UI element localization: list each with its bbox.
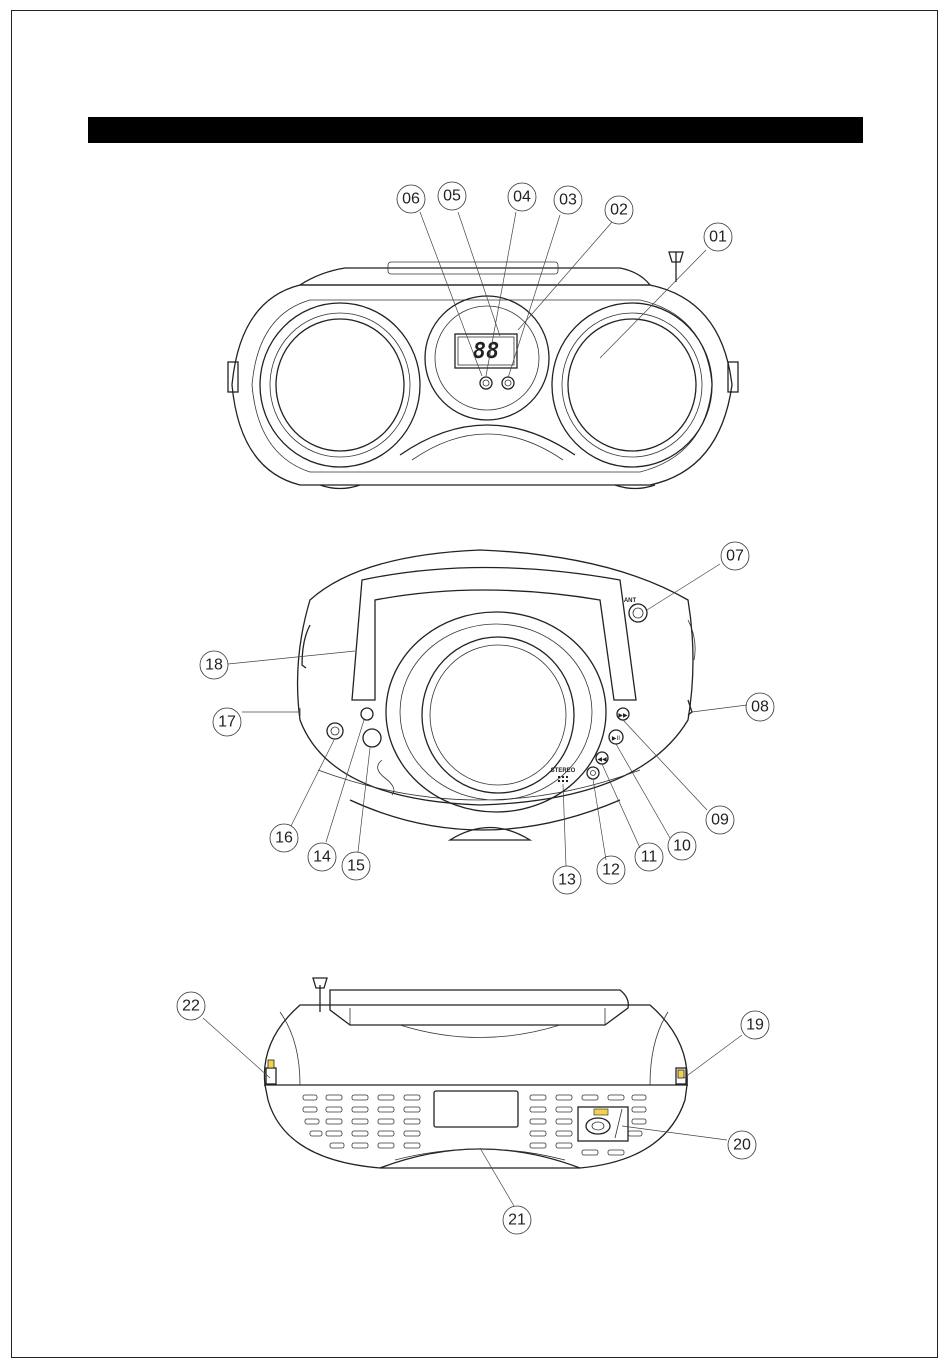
callout-01: 01	[704, 223, 732, 251]
display-button-right[interactable]	[502, 377, 514, 389]
ac-power-socket[interactable]	[578, 1107, 628, 1141]
callout-20: 20	[728, 1131, 756, 1159]
svg-text:▶▶: ▶▶	[618, 712, 628, 719]
svg-text:15: 15	[347, 858, 365, 875]
svg-text:09: 09	[711, 812, 729, 829]
rear-label-plate	[434, 1091, 518, 1127]
front-body-inner-outline	[252, 300, 712, 472]
callout-21: 21	[503, 1206, 531, 1234]
svg-text:11: 11	[641, 849, 658, 866]
svg-text:06: 06	[402, 191, 420, 208]
callout-03: 03	[554, 186, 582, 214]
callout-08: 08	[746, 693, 774, 721]
antenna	[669, 252, 683, 282]
callout-06: 06	[397, 185, 425, 213]
svg-text:17: 17	[218, 714, 236, 731]
callout-18: 18	[200, 651, 228, 679]
right-speaker	[552, 303, 712, 467]
large-knob[interactable]	[363, 729, 381, 747]
svg-text:16: 16	[275, 830, 293, 847]
callout-13: 13	[553, 866, 581, 894]
top-handle-strip	[300, 268, 650, 285]
svg-text:10: 10	[673, 838, 691, 855]
svg-text:04: 04	[513, 189, 531, 206]
svg-text:19: 19	[746, 1017, 764, 1034]
svg-text:20: 20	[733, 1137, 751, 1154]
rear-view	[264, 978, 688, 1168]
callout-15: 15	[342, 852, 370, 880]
top-body-outline	[298, 550, 693, 805]
svg-text:14: 14	[313, 849, 331, 866]
callout-12: 12	[597, 856, 625, 884]
callout-02: 02	[605, 196, 633, 224]
cd-door[interactable]	[386, 612, 606, 812]
svg-text:07: 07	[726, 548, 744, 565]
display-digits: 88	[473, 339, 500, 364]
svg-text:05: 05	[443, 188, 461, 205]
small-knob[interactable]	[361, 708, 373, 720]
display-module: 88	[425, 296, 549, 420]
rear-body-outline	[264, 1005, 687, 1168]
callout-04: 04	[508, 183, 536, 211]
rear-view-leaders	[203, 1018, 742, 1206]
top-view-leaders	[228, 564, 747, 866]
callout-07: 07	[721, 542, 749, 570]
svg-text:13: 13	[558, 872, 576, 889]
callout-17: 17	[213, 708, 241, 736]
carry-handle[interactable]	[352, 568, 636, 701]
antenna-label: ANT	[624, 598, 637, 604]
top-view: ANT ▶▶ ▶II ◀◀ STEREO	[298, 550, 696, 840]
antenna-jack[interactable]	[629, 604, 647, 622]
svg-text:◀◀: ◀◀	[597, 756, 607, 763]
svg-text:▶II: ▶II	[612, 735, 620, 742]
svg-text:08: 08	[751, 699, 769, 716]
rear-handle	[330, 990, 628, 1025]
svg-text:18: 18	[205, 657, 223, 674]
rear-bottom-recess	[380, 1149, 580, 1168]
left-control-button[interactable]	[327, 723, 343, 739]
front-bottom-recess	[400, 425, 575, 455]
rear-cd-lid-arc	[400, 1025, 560, 1038]
callout-14: 14	[308, 843, 336, 871]
svg-text:12: 12	[602, 862, 620, 879]
callout-11: 11	[635, 843, 663, 871]
callout-16: 16	[270, 824, 298, 852]
svg-text:02: 02	[610, 202, 628, 219]
callout-09: 09	[706, 806, 734, 834]
front-view-leaders	[420, 212, 706, 378]
stereo-indicator	[558, 776, 568, 782]
svg-text:03: 03	[559, 192, 577, 209]
svg-text:22: 22	[182, 998, 200, 1015]
svg-text:01: 01	[709, 229, 727, 246]
left-tuning-dial[interactable]	[302, 625, 310, 668]
front-view: 88	[228, 252, 738, 489]
callout-19: 19	[741, 1011, 769, 1039]
callout-05: 05	[438, 182, 466, 210]
svg-text:21: 21	[508, 1212, 526, 1229]
left-vent-grille	[303, 1095, 420, 1148]
stereo-label: STEREO	[551, 768, 576, 774]
stop-button[interactable]	[587, 767, 599, 779]
top-body-lower-ridge	[318, 770, 640, 800]
display-button-left[interactable]	[480, 377, 492, 389]
callout-10: 10	[668, 832, 696, 860]
left-speaker	[260, 303, 420, 467]
callout-22: 22	[177, 992, 205, 1020]
rear-antenna	[313, 978, 327, 1012]
front-body-outline	[232, 285, 732, 485]
